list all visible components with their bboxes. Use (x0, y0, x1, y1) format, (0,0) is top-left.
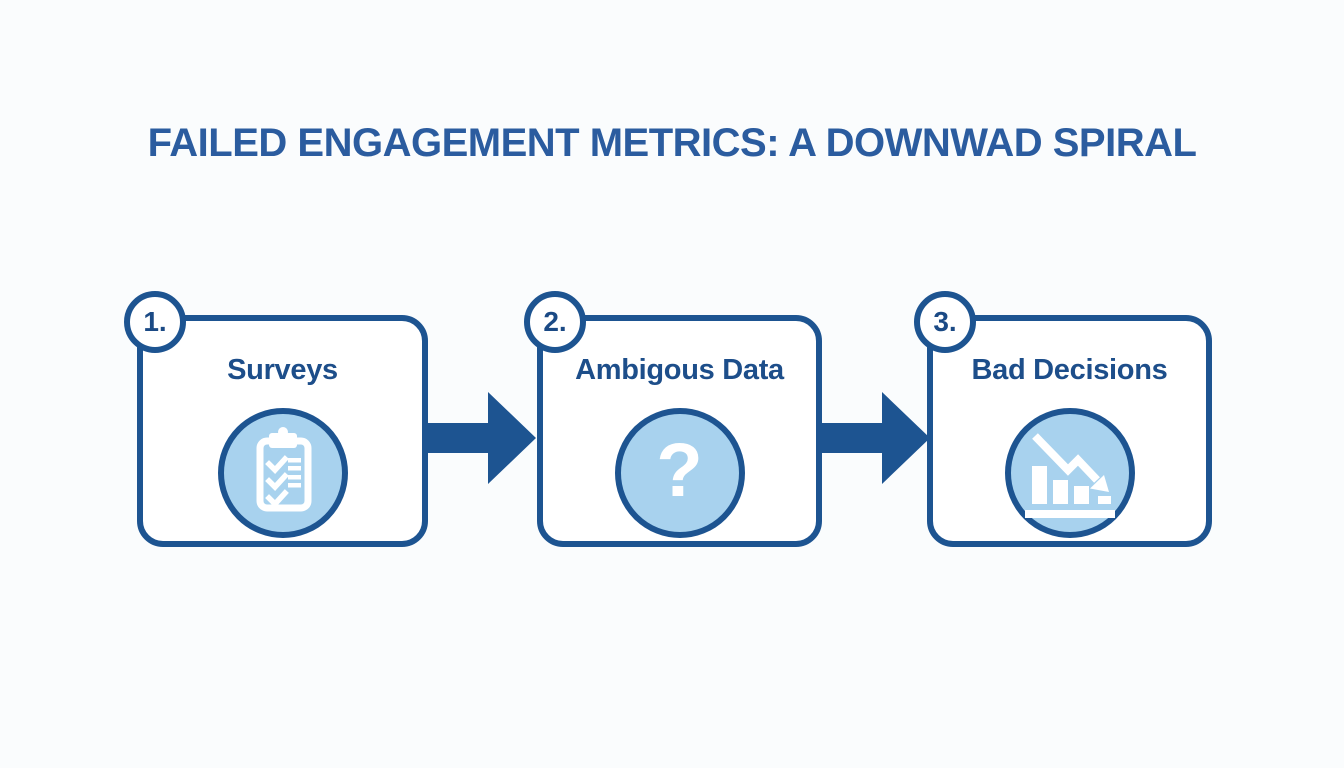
step-box-bad-decisions: 3. Bad Decisions (914, 291, 1212, 547)
question-mark-glyph: ? (656, 428, 703, 513)
step-box-ambiguous-data: 2. Ambigous Data ? (524, 291, 822, 547)
clipboard-checklist-svg (256, 427, 311, 512)
step-label: Surveys (227, 354, 338, 386)
declining-bar-chart-icon (1004, 408, 1135, 538)
step-number: 2. (543, 306, 567, 337)
step-number: 1. (143, 306, 167, 337)
right-arrow-icon (424, 392, 536, 484)
page-title: FAILED ENGAGEMENT METRICS: A DOWNWAD SPI… (147, 121, 1197, 165)
clipboard-checklist-icon (217, 408, 348, 538)
step-number-badge: 2. (524, 291, 586, 353)
question-mark-icon: ? (614, 408, 745, 538)
step-label: Ambigous Data (575, 354, 784, 386)
step-number-badge: 3. (914, 291, 976, 353)
step-box-surveys: 1. Surveys (124, 291, 428, 547)
step-label: Bad Decisions (971, 354, 1168, 386)
step-number-badge: 1. (124, 291, 186, 353)
right-arrow-icon (818, 392, 930, 484)
step-number: 3. (933, 306, 957, 337)
declining-bar-chart-svg (1024, 433, 1115, 518)
